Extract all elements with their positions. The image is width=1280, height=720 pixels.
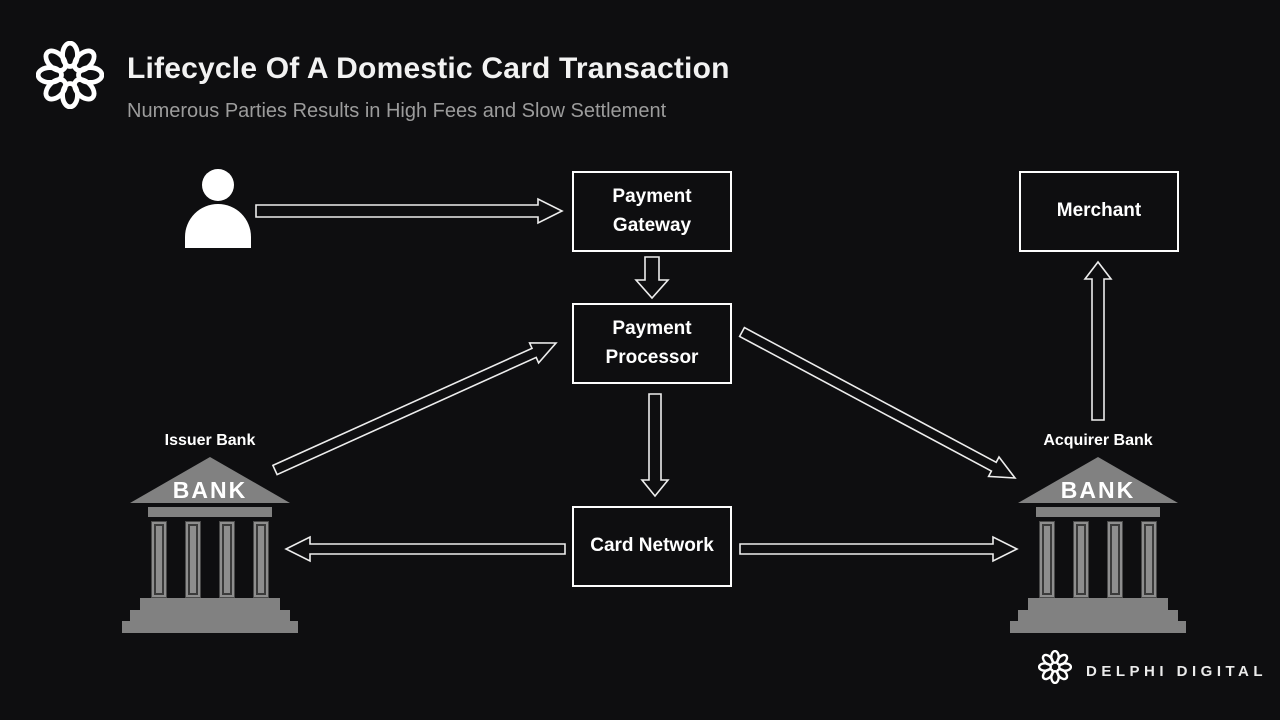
bank-step (1010, 621, 1186, 633)
person-icon (185, 168, 251, 248)
bank-pediment-text: BANK (1060, 477, 1136, 503)
bank-column (1073, 521, 1089, 598)
arrow-network-to-issuer (284, 535, 566, 563)
bank-step (130, 610, 290, 621)
acquirer-bank-label: Acquirer Bank (1043, 432, 1153, 449)
bank-step (1018, 610, 1178, 621)
arrow-network-to-acquirer (739, 535, 1019, 563)
bank-column (1141, 521, 1157, 598)
person-head (202, 169, 234, 201)
bank-step (1028, 598, 1168, 610)
issuer-bank-label: Issuer Bank (164, 432, 256, 449)
acquirer-bank-group: Acquirer Bank BANK (1010, 432, 1186, 633)
node-merchant: Merchant (1019, 171, 1179, 252)
bank-column (1039, 521, 1055, 598)
bank-column (185, 521, 201, 598)
delphi-knot-icon (36, 41, 104, 109)
page-title: Lifecycle Of A Domestic Card Transaction (127, 52, 730, 85)
node-card-network: Card Network (572, 506, 732, 587)
bank-entablature (1036, 507, 1160, 517)
bank-column (151, 521, 167, 598)
node-payment-gateway: Payment Gateway (572, 171, 732, 252)
bank-step (122, 621, 298, 633)
delphi-knot-icon (1038, 650, 1072, 684)
arrow-cardholder-to-gateway (255, 197, 564, 225)
bank-column (219, 521, 235, 598)
page-subtitle: Numerous Parties Results in High Fees an… (127, 100, 667, 122)
bank-column (1107, 521, 1123, 598)
issuer-bank-group: Issuer Bank BANK (122, 432, 298, 633)
arrow-processor-to-network (640, 393, 670, 498)
bank-step (140, 598, 280, 610)
bank-entablature (148, 507, 272, 517)
person-body (185, 204, 251, 248)
arrow-acquirer-to-merchant (1083, 260, 1113, 421)
bank-column (253, 521, 269, 598)
bank-pediment-text: BANK (172, 477, 248, 503)
node-payment-processor: Payment Processor (572, 303, 732, 384)
arrow-gateway-to-processor (634, 256, 670, 300)
brand-wordmark: DELPHI DIGITAL (1086, 663, 1268, 680)
arrow-processor-to-acquirer (738, 326, 1017, 479)
arrow-issuer-to-processor (271, 342, 558, 476)
